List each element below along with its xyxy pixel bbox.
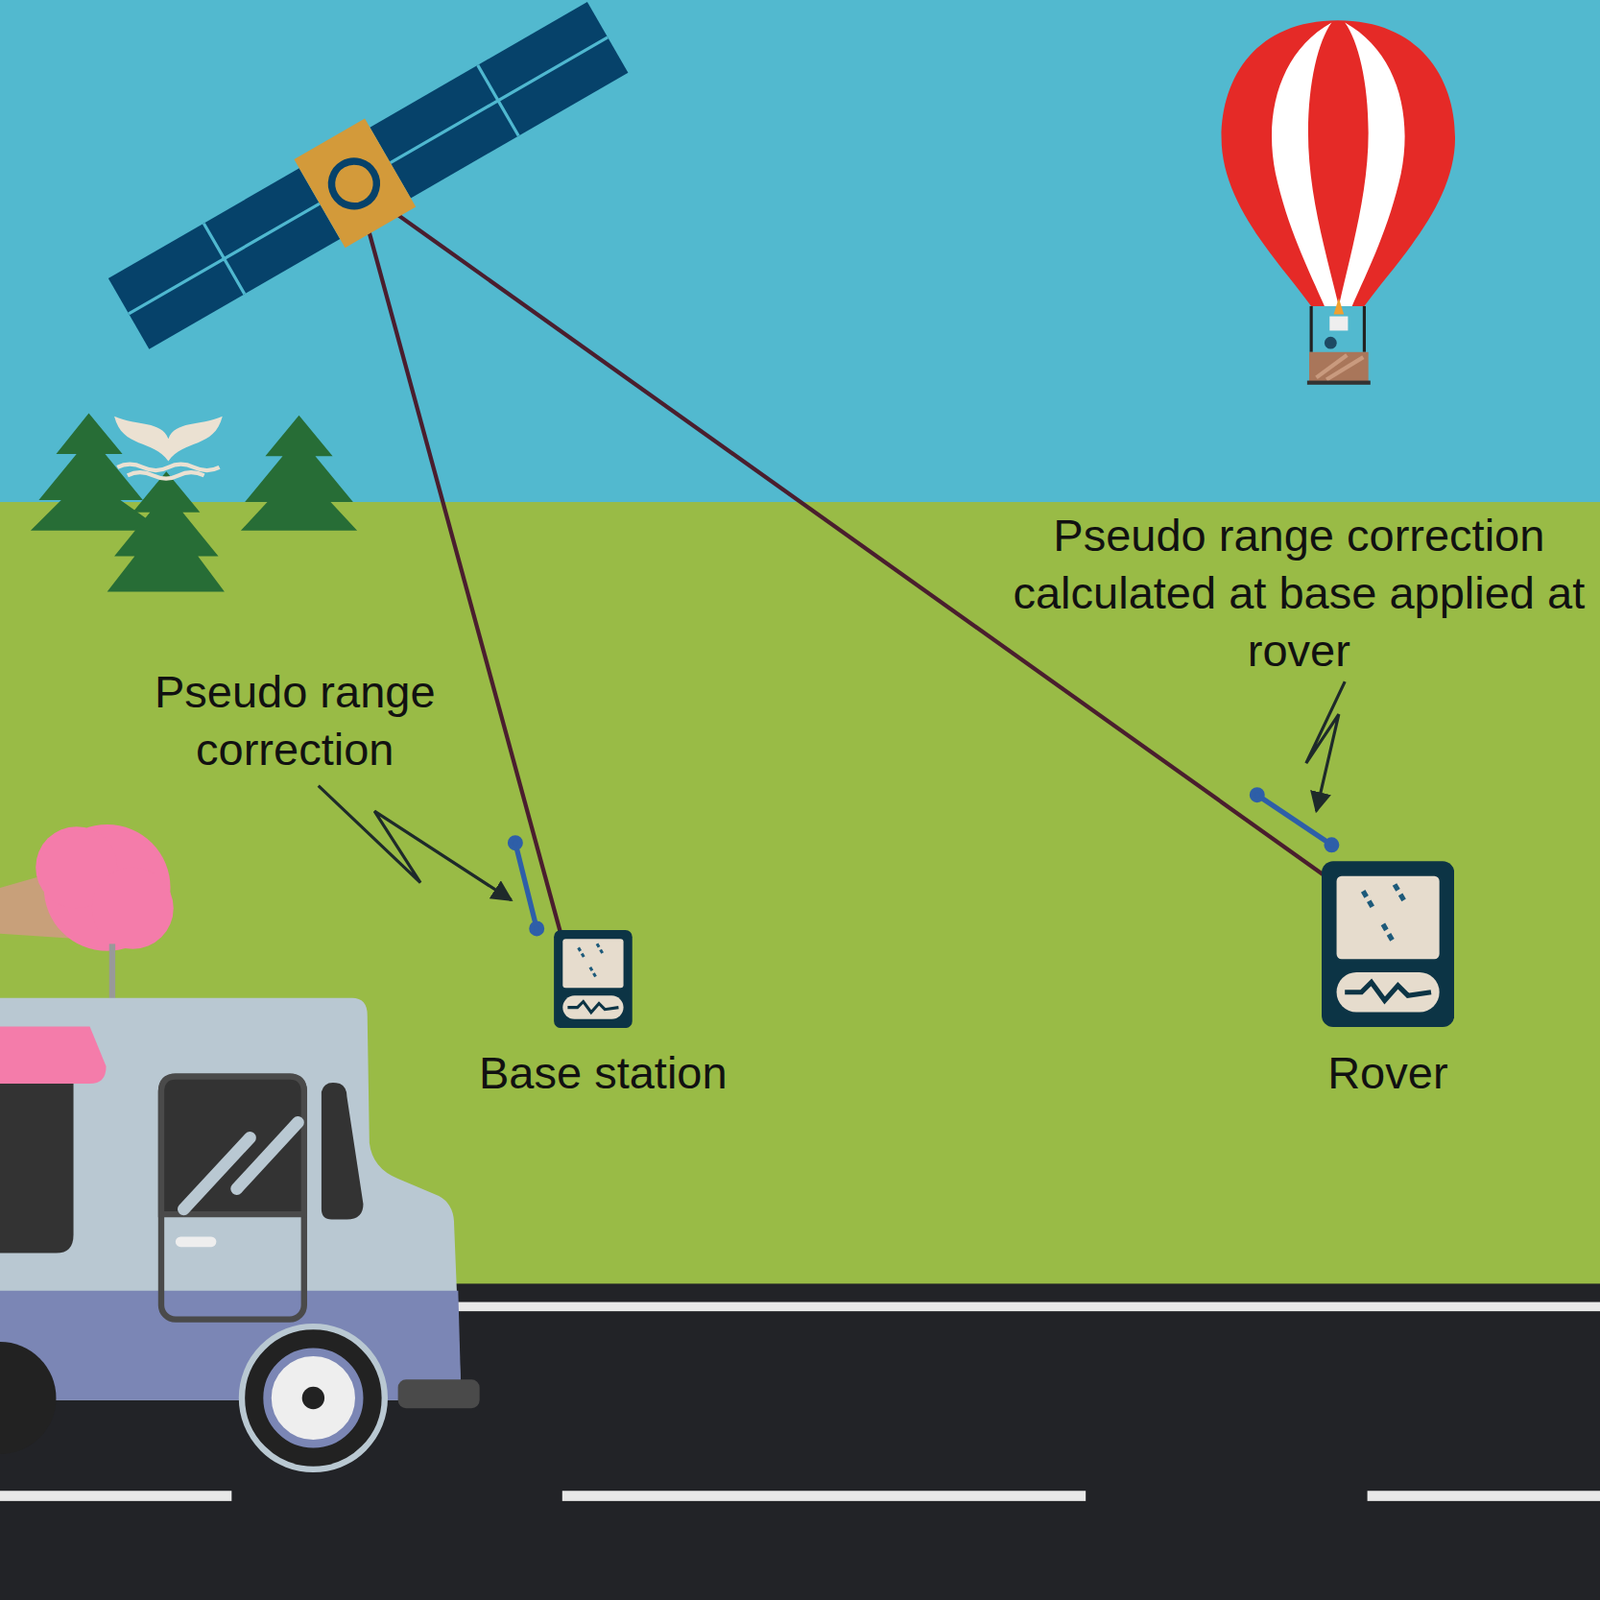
callout-label: Pseudo range correction xyxy=(121,663,468,779)
receiver-node: Base station xyxy=(469,930,738,1101)
road-dashes xyxy=(0,1490,1600,1502)
trees xyxy=(30,413,358,593)
road xyxy=(0,1283,1600,1600)
gnss-receiver-icon xyxy=(553,930,633,1028)
receiver-node: Rover xyxy=(1312,860,1464,1100)
gnss-receiver-icon xyxy=(1321,860,1455,1027)
field xyxy=(0,501,1600,1289)
satellite xyxy=(103,0,634,359)
road-line xyxy=(449,1302,1600,1313)
ice-cream-truck xyxy=(0,824,480,1470)
callout-label: Pseudo range correction calculated at ba… xyxy=(1010,506,1587,680)
balloon xyxy=(1221,20,1456,385)
sky xyxy=(0,0,1600,505)
leader-lines xyxy=(318,681,1346,901)
node-label: Base station xyxy=(469,1045,738,1101)
whale-tail xyxy=(114,416,223,479)
correction-bars xyxy=(510,789,1338,934)
node-label: Rover xyxy=(1312,1045,1464,1101)
